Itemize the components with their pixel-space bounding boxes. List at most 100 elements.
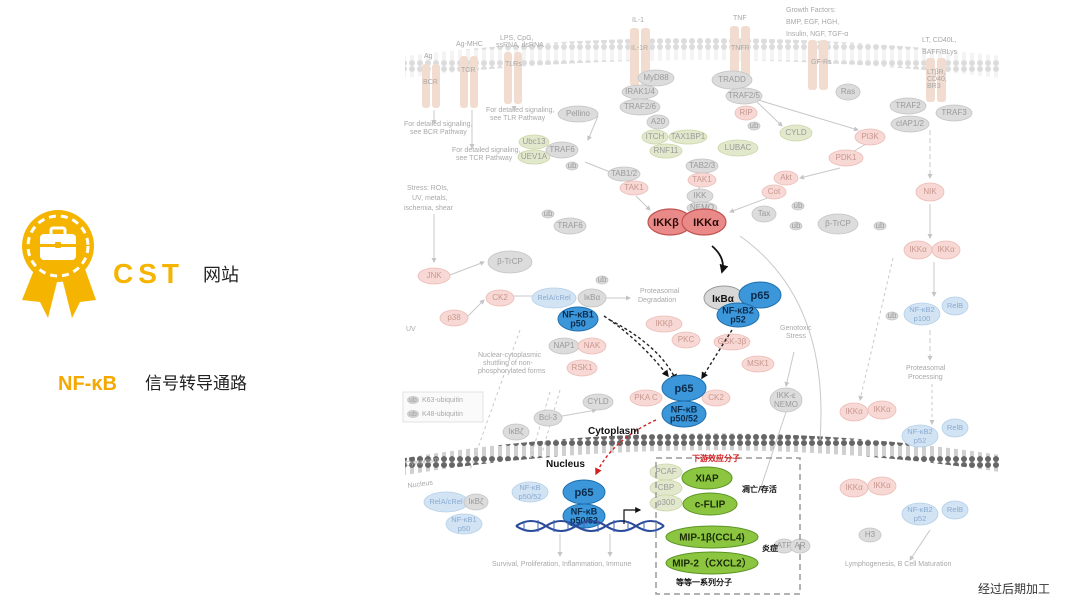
note-bcr-2: see BCR Pathway	[410, 129, 467, 136]
svg-text:NF-κB: NF-κB	[519, 483, 540, 492]
svg-text:NAK: NAK	[584, 341, 601, 350]
logo-subtitle: 网站	[203, 265, 239, 286]
svg-text:MSK1: MSK1	[747, 359, 769, 368]
svg-text:TRAF2: TRAF2	[895, 101, 921, 110]
svg-text:TRADD: TRADD	[718, 75, 746, 84]
svg-text:p65: p65	[675, 383, 694, 395]
svg-text:ub: ub	[794, 201, 803, 210]
svg-text:NF-κB2: NF-κB2	[907, 505, 932, 514]
caption-suffix: 信号转导通路	[145, 374, 247, 394]
svg-text:IKK: IKK	[694, 191, 708, 200]
note-proc-1: Proteasomal	[906, 365, 946, 372]
note-genotoxic-1: Genotoxic	[780, 325, 812, 332]
svg-text:TLRs: TLRs	[505, 61, 522, 68]
receptor-gfrs: GF-Rs	[808, 40, 832, 90]
svg-text:IKKα: IKKα	[909, 245, 927, 254]
p65-nfkb-cytoplasm: p65 NF-κB p50/52	[661, 374, 707, 428]
label-lt-1: LT, CD40L,	[922, 37, 957, 44]
svg-text:CYLD: CYLD	[587, 397, 609, 406]
downstream-effectors: 下游效应分子 XIAP c-FLIP 凋亡/存活 MIP-1β(CCL4) MI…	[655, 453, 801, 595]
svg-text:p65: p65	[575, 487, 594, 499]
svg-text:TRAF3: TRAF3	[941, 108, 967, 117]
svg-text:TAB2/3: TAB2/3	[689, 161, 716, 170]
svg-text:β-TrCP: β-TrCP	[825, 219, 851, 228]
svg-text:RelA/cRel: RelA/cRel	[429, 497, 463, 506]
svg-text:Ubc13: Ubc13	[522, 137, 546, 146]
svg-text:TNFR: TNFR	[731, 45, 750, 52]
svg-text:ATF: ATF	[777, 541, 792, 550]
receptor-tlrs: TLRs	[504, 52, 522, 104]
note-bcr-1: For detailed signaling,	[404, 121, 473, 128]
svg-text:PDK1: PDK1	[836, 153, 857, 162]
page-caption: NF-κB 信号转导通路	[58, 373, 247, 395]
svg-text:NF-κB1: NF-κB1	[562, 309, 594, 319]
svg-text:ub: ub	[888, 311, 897, 320]
cst-logo: CST 网站	[22, 210, 239, 318]
svg-text:IKKα: IKKα	[873, 405, 891, 414]
svg-text:cIAP1/2: cIAP1/2	[896, 119, 925, 128]
svg-text:BR3: BR3	[927, 83, 941, 90]
svg-text:NEMO: NEMO	[690, 203, 714, 212]
svg-text:Tax: Tax	[758, 209, 770, 218]
svg-text:RelB: RelB	[947, 505, 963, 514]
svg-text:TAK1: TAK1	[624, 183, 644, 192]
legend-k48: K48-ubiquitin	[422, 411, 463, 418]
svg-text:IκBζ: IκBζ	[508, 427, 524, 436]
background-proteins: MyD88 IRAK1/4 TRAF2/6 TRADD TRAF2/5 RIP …	[417, 69, 973, 554]
caption-nfkb: NF-κB	[58, 373, 117, 395]
ikk-alpha-label: IKKα	[693, 217, 719, 229]
label-tnf: TNF	[733, 15, 747, 22]
svg-text:IκBα: IκBα	[584, 293, 601, 302]
nfkb1-p50: NF-κB1 p50	[557, 306, 599, 332]
ikk-beta-label: IKKβ	[653, 217, 679, 229]
note-cytoplasm-small: Cytoplasm	[405, 456, 439, 468]
svg-text:GF-Rs: GF-Rs	[811, 59, 832, 66]
svg-text:PKC: PKC	[678, 335, 695, 344]
svg-text:IKKα: IKKα	[937, 245, 955, 254]
label-nucleus: Nucleus	[546, 459, 585, 470]
svg-text:Ras: Ras	[841, 87, 855, 96]
svg-text:CYLD: CYLD	[785, 128, 807, 137]
svg-text:ub: ub	[544, 209, 553, 218]
svg-text:p100: p100	[914, 314, 931, 323]
svg-text:CBP: CBP	[658, 483, 674, 492]
receptor-tnfr: TNFR	[730, 26, 750, 78]
note-tcr-2: see TCR Pathway	[456, 155, 513, 162]
svg-text:RelB: RelB	[947, 301, 963, 310]
transcription-arrow	[623, 507, 642, 524]
note-shuttle-2: shuttling of non-	[483, 360, 533, 367]
note-proc-2: Processing	[908, 374, 943, 381]
svg-text:RIP: RIP	[739, 108, 752, 117]
label-il1: IL-1	[632, 17, 644, 24]
ubiquitin-legend: ub K63-ubiquitin ub K48-ubiquitin	[402, 391, 484, 423]
svg-text:Pellino: Pellino	[566, 109, 591, 118]
nfkb2-line1: NF-κB2	[722, 305, 754, 315]
svg-text:IKKα: IKKα	[845, 407, 863, 416]
svg-text:NAP1: NAP1	[554, 341, 575, 350]
label-lps-2: ssRNA, dsRNA	[496, 42, 544, 49]
svg-text:p52: p52	[914, 436, 927, 445]
svg-text:A20: A20	[651, 117, 666, 126]
label-ag: Ag	[424, 53, 433, 60]
svg-text:IKKα: IKKα	[845, 483, 863, 492]
dotted-translocation-arrows	[603, 315, 733, 382]
nuclear-membrane	[405, 433, 1000, 475]
svg-text:ub: ub	[409, 397, 417, 404]
logo-title: CST	[113, 258, 184, 289]
svg-text:IKKα: IKKα	[873, 481, 891, 490]
svg-text:NIK: NIK	[923, 187, 937, 196]
nfkb2-line2: p52	[730, 314, 746, 324]
svg-text:PCAF: PCAF	[655, 467, 676, 476]
svg-text:PI3K: PI3K	[861, 132, 879, 141]
svg-text:CK2: CK2	[708, 393, 724, 402]
note-stress-1: Stress: ROIs,	[407, 185, 449, 192]
svg-text:LUBAC: LUBAC	[725, 143, 752, 152]
svg-text:NF-κB2: NF-κB2	[907, 427, 932, 436]
label-growth-3: Insulin, NGF, TGF-α	[786, 31, 848, 38]
svg-text:RSK1: RSK1	[572, 363, 593, 372]
svg-text:RelB: RelB	[947, 423, 963, 432]
footer-note: 经过后期加工	[978, 582, 1050, 596]
note-uv: UV	[406, 326, 416, 333]
award-ribbon-icon	[22, 210, 96, 318]
svg-text:JNK: JNK	[426, 271, 442, 280]
